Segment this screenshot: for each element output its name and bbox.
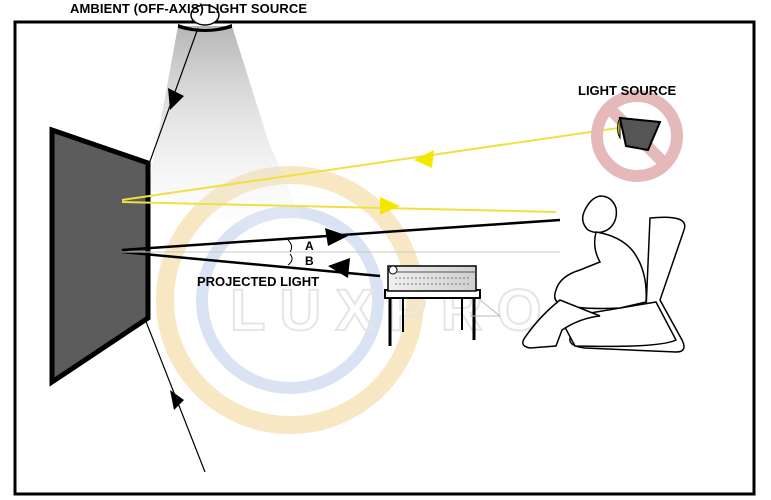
- light-source-label: LIGHT SOURCE: [578, 83, 677, 98]
- room-frame: [13, 20, 756, 496]
- light-source-rays: [121, 127, 619, 215]
- sightline-arrow: [325, 228, 348, 246]
- watermark-text: LUXPRO: [230, 278, 556, 343]
- projector-on-table: [384, 265, 502, 346]
- ray-arrow-down: [168, 88, 184, 110]
- ambient-light-title: AMBIENT (OFF-AXIS) LIGHT SOURCE: [70, 1, 308, 16]
- angle-b-label: B: [305, 254, 314, 268]
- yellow-arrow-left: [414, 150, 434, 168]
- projection-lines: [121, 218, 561, 278]
- person-legs: [522, 299, 601, 349]
- ray-arrow-down-2: [170, 390, 184, 410]
- seated-viewer: [522, 195, 686, 353]
- projection-screen: [49, 126, 151, 387]
- ambient-light-fixture: [148, 4, 318, 258]
- person-head: [581, 195, 618, 234]
- light-source-icon: [591, 90, 683, 182]
- person-body: [553, 231, 647, 310]
- chair-seat: [558, 301, 678, 348]
- projected-arrow: [328, 258, 350, 278]
- projected-light-label: PROJECTED LIGHT: [197, 274, 320, 289]
- yellow-arrow-right: [380, 197, 400, 215]
- angle-a-label: A: [305, 239, 314, 253]
